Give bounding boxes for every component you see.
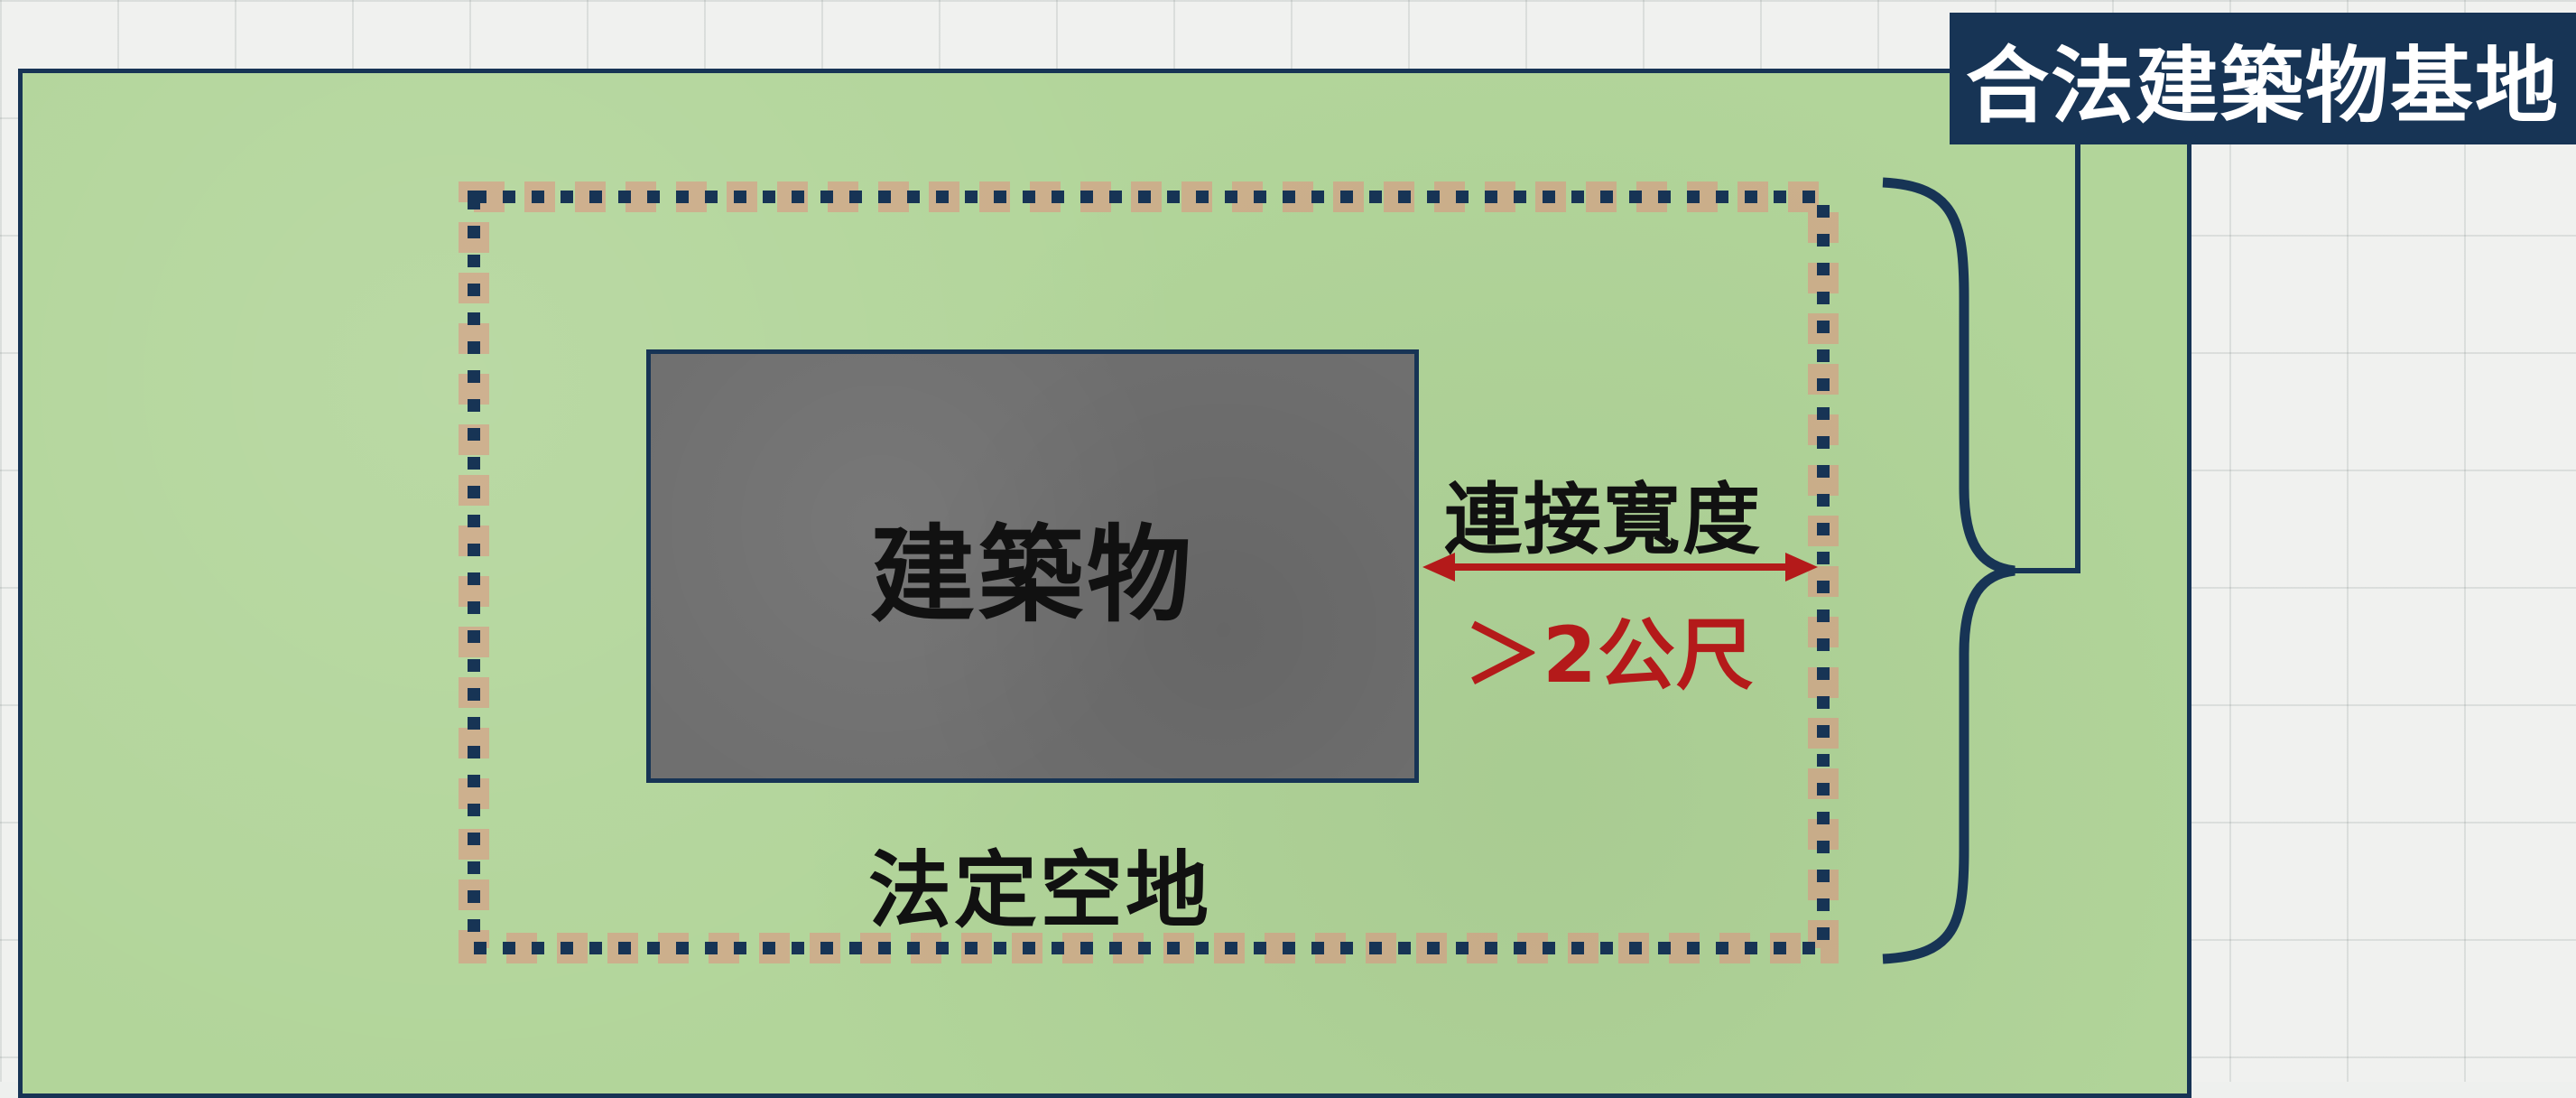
curly-brace-icon [1882, 177, 2015, 964]
connection-width-value: ＞2公尺 [1464, 610, 1755, 701]
building-block: 建築物 [646, 349, 1419, 783]
site-label-box: 合法建築物基地 [1950, 13, 2576, 144]
arrow-right-head-icon [1785, 553, 1818, 582]
building-label: 建築物 [870, 515, 1195, 637]
arrow-left-head-icon [1422, 553, 1455, 582]
site-label: 合法建築物基地 [1965, 37, 2560, 135]
open-space-dotted-boundary [468, 191, 1830, 954]
brace-connector-line [2015, 144, 2080, 573]
open-space-label: 法定空地 [868, 842, 1212, 939]
connection-width-title: 連接寬度 [1444, 475, 1762, 565]
